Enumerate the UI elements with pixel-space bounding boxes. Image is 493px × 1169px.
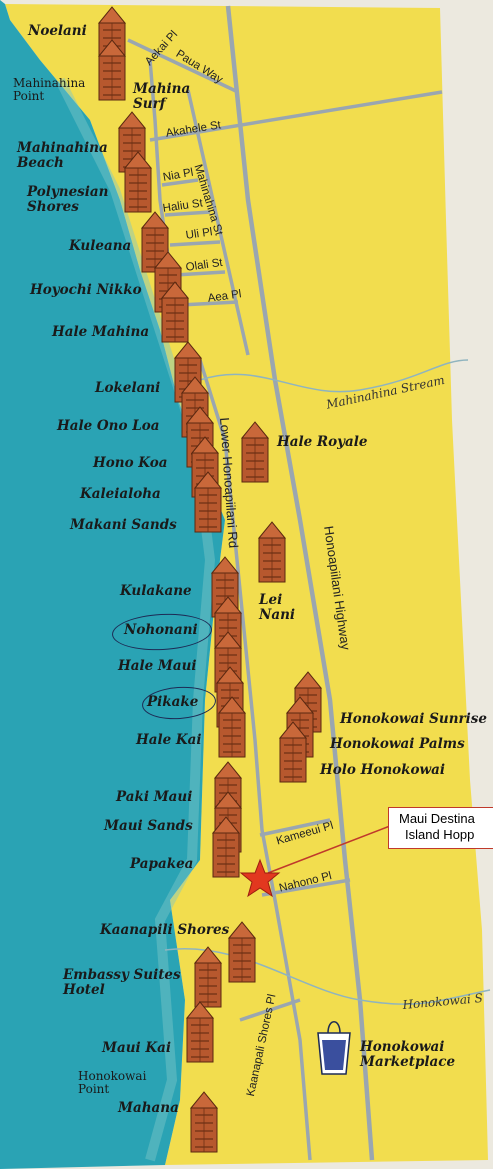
- label-hale-royale: Hale Royale: [277, 434, 368, 450]
- label-mahinahina-beach: Mahinahina Beach: [17, 140, 108, 171]
- label-hale-maui: Hale Maui: [118, 658, 197, 674]
- honokowai-stream: [164, 948, 491, 1005]
- label-honokowai-sunrise: Honokowai Sunrise: [340, 711, 487, 727]
- label-holo-honokowai: Holo Honokowai: [320, 762, 446, 778]
- label-kulakane: Kulakane: [120, 583, 192, 599]
- lower-honoapiilani-road: [198, 359, 312, 1161]
- label-mahinahina-point: Mahinahina Point: [13, 76, 86, 103]
- paua-way-road: [127, 38, 239, 94]
- label-embassy-suites-hotel: Embassy Suites Hotel: [63, 967, 181, 998]
- ocean-area: [0, 0, 225, 1169]
- label-hale-ono-loa: Hale Ono Loa: [57, 418, 160, 434]
- label-honokowai-point: Honokowai Point: [78, 1069, 147, 1096]
- label-papakea: Papakea: [130, 856, 194, 872]
- mahinahina-stream: [199, 359, 469, 393]
- callout-box: Maui Destina Island Hopp: [388, 807, 493, 849]
- land-area: [5, 4, 488, 1165]
- honoapiilani-highway: [225, 5, 375, 1161]
- label-noelani: Noelani: [28, 23, 87, 39]
- label-nohonani: Nohonani: [124, 622, 198, 638]
- label-honokowai-palms: Honokowai Palms: [330, 736, 465, 752]
- label-mahana: Mahana: [118, 1100, 179, 1116]
- label-hono-koa: Hono Koa: [93, 455, 168, 471]
- label-kuleana: Kuleana: [69, 238, 132, 254]
- marketplace-bag-icon: [317, 1021, 351, 1075]
- label-honokowai-marketplace: Honokowai Marketplace: [360, 1039, 456, 1070]
- label-mahina-surf: Mahina Surf: [133, 81, 191, 112]
- label-maui-kai: Maui Kai: [102, 1040, 171, 1056]
- label-hoyochi-nikko: Hoyochi Nikko: [30, 282, 142, 298]
- label-hale-mahina: Hale Mahina: [52, 324, 150, 340]
- callout-line-1: Maui Destina: [399, 811, 475, 826]
- callout-line-2: Island Hopp: [405, 827, 475, 842]
- label-paki-maui: Paki Maui: [116, 789, 193, 805]
- label-lei-nani: Lei Nani: [259, 592, 296, 623]
- label-makani-sands: Makani Sands: [70, 517, 177, 533]
- label-maui-sands: Maui Sands: [104, 818, 193, 834]
- label-kaleialoha: Kaleialoha: [80, 486, 161, 502]
- label-pikake: Pikake: [147, 694, 199, 710]
- label-hale-kai: Hale Kai: [136, 732, 202, 748]
- star-marker: [239, 858, 281, 898]
- label-kaanapili-shores: Kaanapili Shores: [100, 922, 230, 938]
- label-polynesian-shores: Polynesian Shores: [27, 184, 109, 215]
- label-lokelani: Lokelani: [95, 380, 161, 396]
